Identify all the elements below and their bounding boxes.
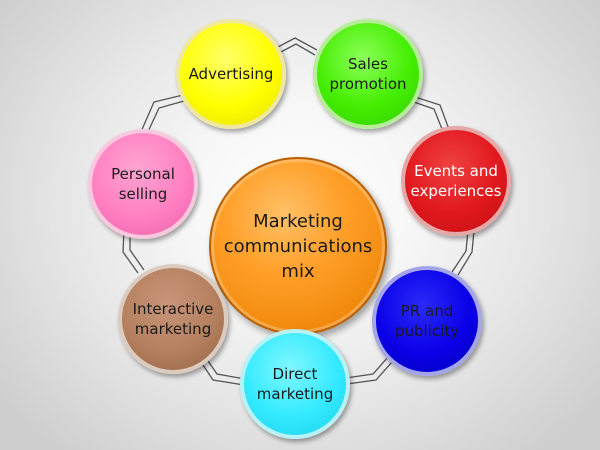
center-node-label: Marketing communications mix [223,210,373,282]
connector-events-pr-inner [451,229,469,273]
connector-interactive-personal [122,229,139,274]
connector-events-pr [457,229,475,276]
node-personal-selling-label: Personal selling [111,165,175,203]
node-advertising-label: Advertising [188,65,274,83]
node-interactive-marketing: Interactive marketing [118,264,228,374]
node-advertising: Advertising [176,19,286,129]
node-interactive-marketing-label: Interactive marketing [132,300,214,338]
node-sales-promotion: Sales promotion [313,19,423,129]
center-node-marketing-communications-mix: Marketing communications mix [209,157,387,335]
connector-sales-events-inner [407,99,445,135]
node-direct-marketing: Direct marketing [240,329,350,439]
connector-advertising-sales [275,37,318,51]
connector-sales-events [411,95,451,133]
node-events-and-experiences-label: Events and experiences [410,162,502,200]
node-personal-selling: Personal selling [88,129,198,239]
node-direct-marketing-label: Direct marketing [256,365,334,403]
connector-personal-advertising-inner [145,100,185,137]
connector-advertising-sales-inner [278,43,316,56]
connector-pr-direct-inner [345,355,390,379]
connector-group [122,37,475,386]
node-pr-and-publicity: PR and publicity [372,266,482,376]
connector-pr-direct [346,360,394,385]
node-events-and-experiences: Events and experiences [401,126,511,236]
connector-personal-advertising [139,94,184,135]
connector-direct-interactive-inner [205,357,246,380]
connector-direct-interactive [200,361,245,386]
node-sales-promotion-label: Sales promotion [329,55,407,93]
node-pr-and-publicity-label: PR and publicity [394,302,460,340]
